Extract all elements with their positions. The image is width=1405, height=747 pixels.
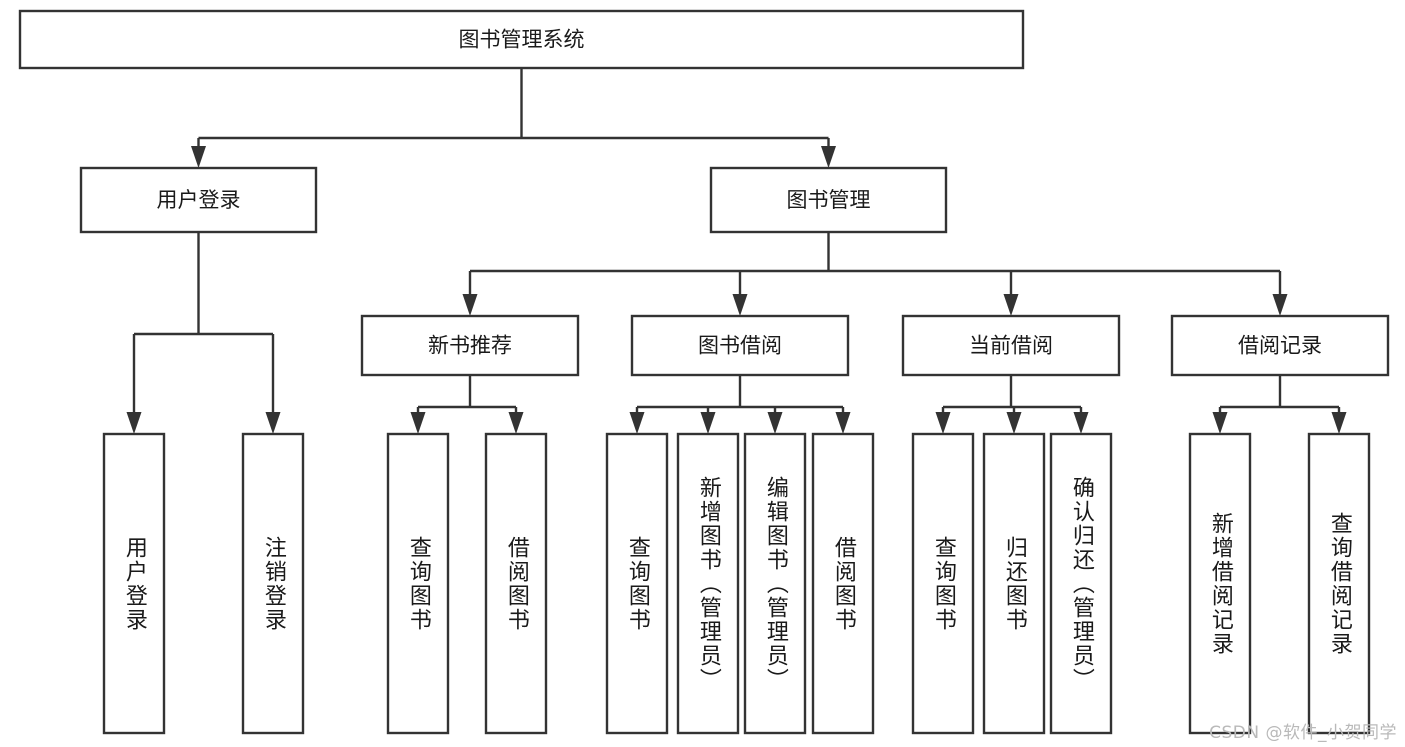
node-box[interactable] (605, 432, 669, 735)
arrow-head-icon (1003, 294, 1019, 316)
arrow-head-icon (1331, 412, 1347, 434)
arrow-head-icon (732, 294, 748, 316)
node-label: 图书借阅 (698, 334, 782, 358)
node-box[interactable] (241, 432, 305, 735)
node-current-borrow[interactable]: 当前借阅 (901, 314, 1121, 377)
node-leaf-edit-book-admin[interactable] (743, 432, 807, 735)
node-label: 图书管理 (787, 188, 871, 212)
node-box[interactable] (709, 166, 948, 234)
node-leaf-return-book[interactable] (982, 432, 1046, 735)
node-box[interactable] (386, 432, 450, 735)
node-box[interactable] (1188, 432, 1252, 735)
arrow-head-icon (508, 412, 524, 434)
node-book-borrow[interactable]: 图书借阅 (630, 314, 850, 377)
node-new-book-recommend[interactable]: 新书推荐 (360, 314, 580, 377)
arrow-head-icon (1272, 294, 1288, 316)
node-box[interactable] (1049, 432, 1113, 735)
arrow-head-icon (767, 412, 783, 434)
arrow-head-icon (1073, 412, 1089, 434)
connector-book-borrow-bus (629, 375, 851, 434)
arrow-head-icon (835, 412, 851, 434)
node-leaf-add-book-admin[interactable] (676, 432, 740, 735)
connector-new-book-recommend-bus (410, 375, 524, 434)
node-box[interactable] (18, 9, 1025, 70)
node-box[interactable] (630, 314, 850, 377)
connector-root-bus (191, 68, 836, 168)
node-box[interactable] (102, 432, 166, 735)
node-leaf-query-book-borrow[interactable] (605, 432, 669, 735)
node-label: 当前借阅 (969, 334, 1053, 358)
node-root[interactable]: 图书管理系统 (18, 9, 1025, 70)
arrow-head-icon (935, 412, 951, 434)
node-leaf-confirm-return-admin[interactable] (1049, 432, 1113, 735)
arrow-head-icon (410, 412, 426, 434)
node-box[interactable] (79, 166, 318, 234)
node-box[interactable] (1170, 314, 1390, 377)
node-leaf-borrow-book-rec[interactable] (484, 432, 548, 735)
node-label: 图书管理系统 (459, 28, 585, 52)
node-borrow-record[interactable]: 借阅记录 (1170, 314, 1390, 377)
node-box[interactable] (901, 314, 1121, 377)
node-leaf-query-book-current[interactable] (911, 432, 975, 735)
arrow-head-icon (821, 146, 836, 168)
connector-user-login-bus (126, 232, 281, 434)
node-label: 借阅记录 (1238, 334, 1322, 358)
node-leaf-add-borrow-record[interactable] (1188, 432, 1252, 735)
csdn-watermark: CSDN @软件_小贺同学 (1209, 723, 1397, 743)
node-leaf-logout[interactable] (241, 432, 305, 735)
node-leaf-borrow-book[interactable] (811, 432, 875, 735)
connector-current-borrow-bus (935, 375, 1089, 434)
node-box[interactable] (911, 432, 975, 735)
arrow-head-icon (265, 412, 281, 434)
node-box[interactable] (484, 432, 548, 735)
node-box[interactable] (982, 432, 1046, 735)
node-label: 用户登录 (157, 188, 241, 212)
node-user-login[interactable]: 用户登录 (79, 166, 318, 234)
node-label: 新书推荐 (428, 334, 512, 358)
arrow-head-icon (191, 146, 206, 168)
node-box[interactable] (811, 432, 875, 735)
node-leaf-query-book-rec[interactable] (386, 432, 450, 735)
arrow-head-icon (1212, 412, 1228, 434)
node-box[interactable] (743, 432, 807, 735)
arrow-head-icon (126, 412, 142, 434)
arrow-head-icon (700, 412, 716, 434)
node-box[interactable] (676, 432, 740, 735)
node-leaf-query-borrow-record[interactable] (1307, 432, 1371, 735)
node-book-manage[interactable]: 图书管理 (709, 166, 948, 234)
arrow-head-icon (629, 412, 645, 434)
node-box[interactable] (360, 314, 580, 377)
node-box[interactable] (1307, 432, 1371, 735)
connector-borrow-record-bus (1212, 375, 1347, 434)
arrow-head-icon (1006, 412, 1022, 434)
node-leaf-user-login[interactable] (102, 432, 166, 735)
edges-layer (126, 68, 1347, 434)
arrow-head-icon (462, 294, 478, 316)
connector-book-manage-bus (462, 232, 1288, 316)
